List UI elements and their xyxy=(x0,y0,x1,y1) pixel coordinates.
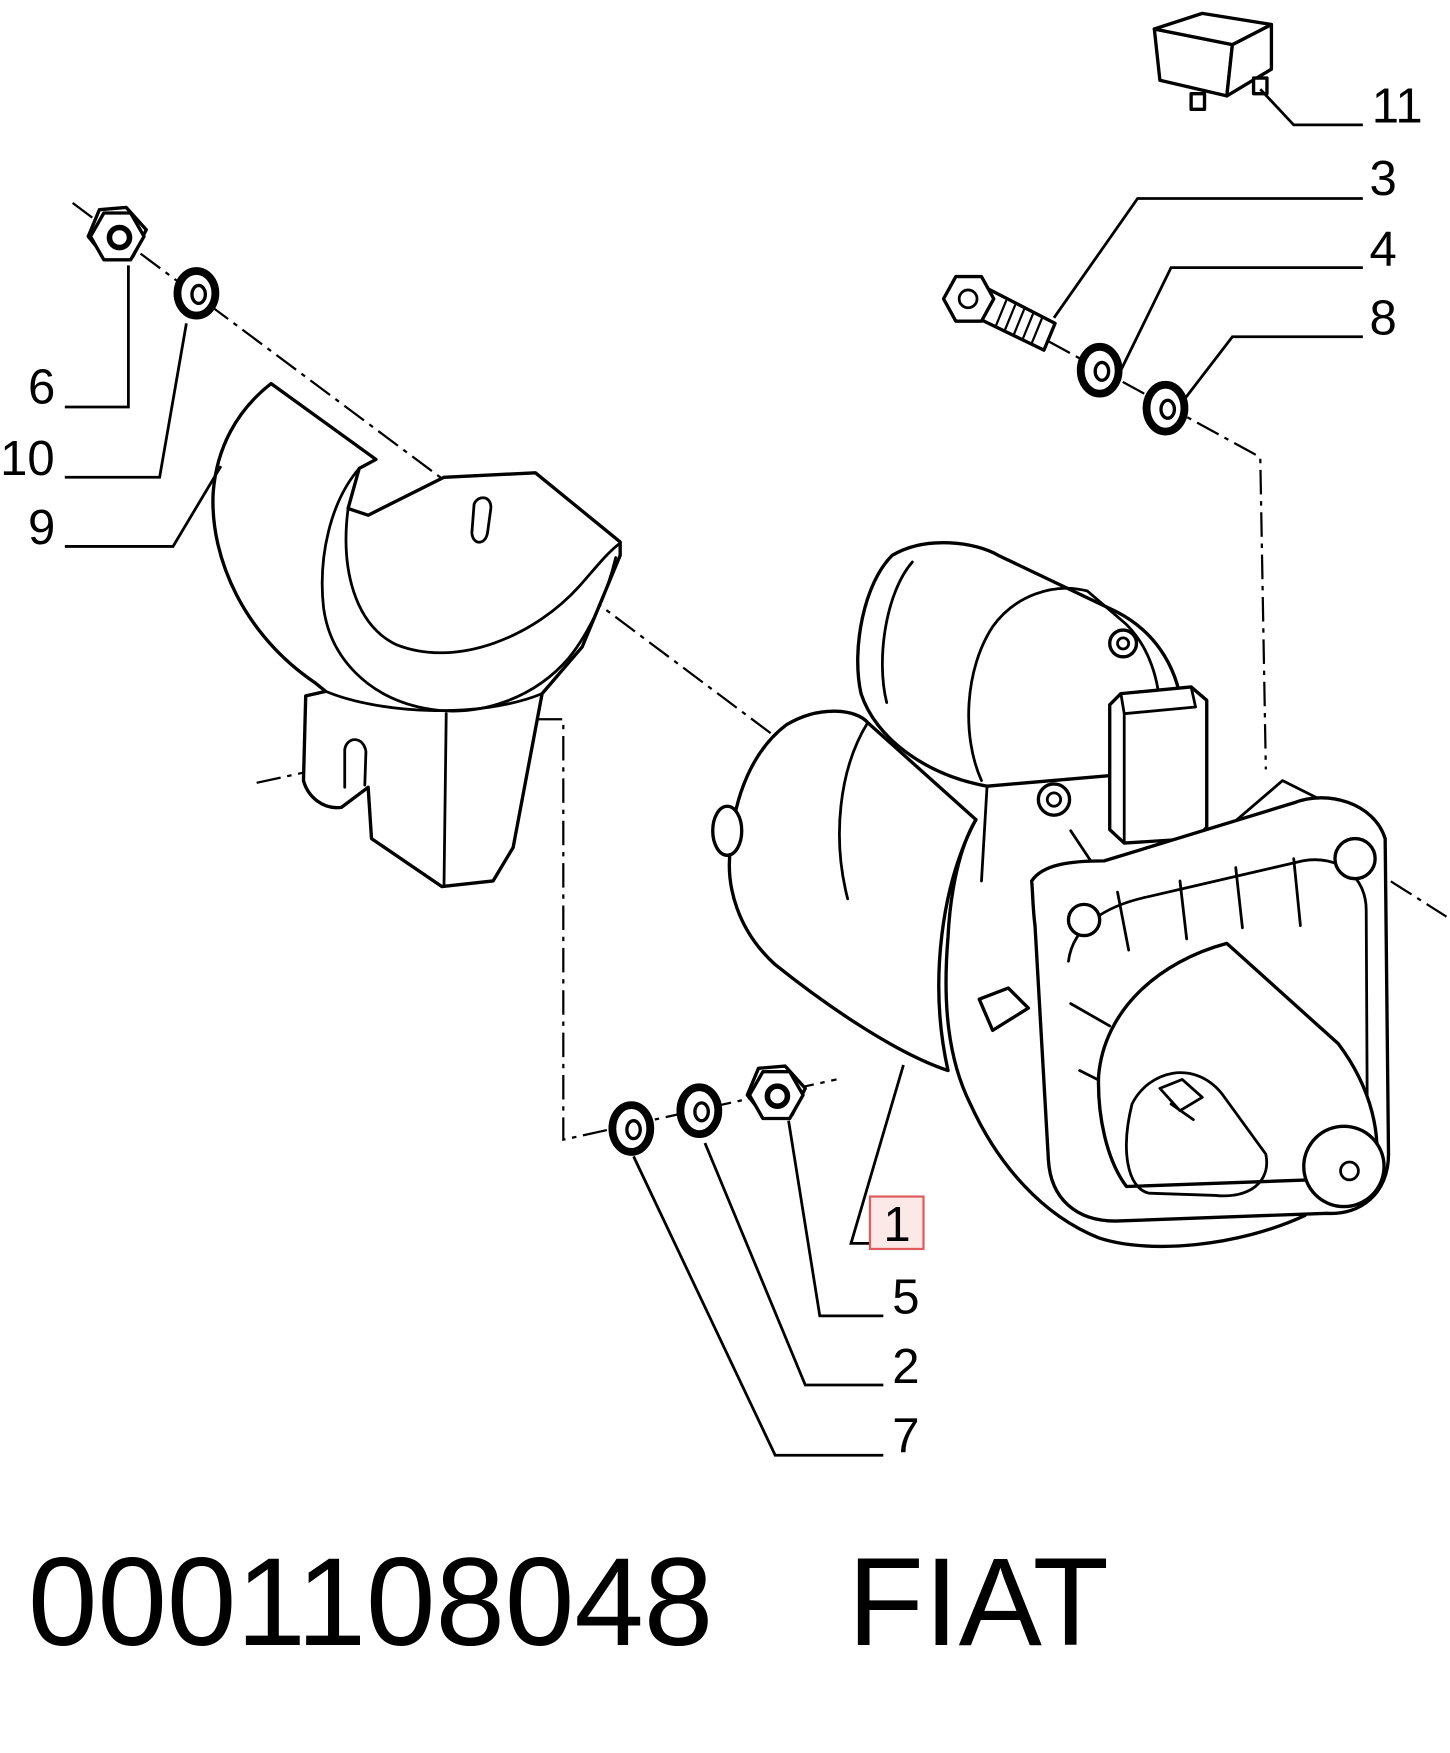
relay-terminal xyxy=(1189,91,1207,111)
leader-line-4 xyxy=(1119,266,1363,371)
washer-hole xyxy=(693,1101,710,1123)
solenoid-terminal-block xyxy=(1108,685,1209,845)
starter-end-cap-knob xyxy=(711,804,744,857)
caption-brand: FIAT xyxy=(848,1533,1109,1672)
relay xyxy=(1152,11,1274,111)
starter-body-seam xyxy=(838,721,870,901)
caption: 0001108048 FIAT xyxy=(28,1533,1109,1672)
relay-terminal xyxy=(1251,76,1269,96)
pinion-nose xyxy=(1302,1124,1386,1209)
washer-hole xyxy=(625,1119,642,1141)
callout-label-6[interactable]: 6 xyxy=(28,361,55,415)
leader-line-3 xyxy=(1052,197,1363,319)
heat-shield-face-edge xyxy=(324,689,544,888)
solenoid-nut xyxy=(1108,628,1139,659)
pinion-nose-center xyxy=(1339,1160,1360,1182)
caption-part-number: 0001108048 xyxy=(28,1533,713,1672)
heat-shield-inner-edge xyxy=(344,507,622,655)
bolt xyxy=(941,274,1057,352)
leader-line-8 xyxy=(1183,335,1363,401)
callout-label-5[interactable]: 5 xyxy=(892,1271,919,1325)
heat-shield-inner-curve xyxy=(320,466,618,713)
callout-label-9[interactable]: 9 xyxy=(28,501,55,555)
bolt-thread xyxy=(994,299,1043,345)
leader-line-7 xyxy=(632,1155,884,1457)
bolt-head-center xyxy=(957,288,979,310)
drive-end-housing-rim xyxy=(944,817,1307,1249)
starter-motor xyxy=(711,541,1391,1249)
nut-6 xyxy=(86,205,148,262)
starter-lever-tab xyxy=(977,986,1030,1033)
callout-label-10[interactable]: 10 xyxy=(0,432,55,486)
heat-shield-slot xyxy=(470,496,493,544)
bracket-mount-hole xyxy=(1066,902,1102,938)
washer-4 xyxy=(1076,342,1123,398)
heat-shield xyxy=(211,381,622,889)
callout-label-3[interactable]: 3 xyxy=(1370,152,1397,206)
nut-bore xyxy=(764,1083,791,1110)
heat-shield-outline xyxy=(211,381,622,889)
washer-2 xyxy=(676,1083,723,1139)
solenoid-mount-hole xyxy=(1036,782,1072,817)
washer-hole xyxy=(1159,398,1177,420)
callout-label-7[interactable]: 7 xyxy=(892,1409,919,1463)
bracket-mount-hole xyxy=(1333,836,1377,881)
callout-label-1[interactable]: 1 xyxy=(883,1198,910,1252)
callout-highlight-box xyxy=(868,1195,925,1251)
heat-shield-bracket-slot xyxy=(343,738,368,789)
pinion-cone xyxy=(1096,941,1379,1189)
leader-line-1 xyxy=(849,1064,905,1245)
leader-line-2 xyxy=(703,1142,884,1387)
relay-top-face xyxy=(1152,11,1274,47)
washer-hole xyxy=(190,283,208,305)
washer-8 xyxy=(1142,380,1189,436)
nut-5 xyxy=(745,1064,807,1121)
washer-hole xyxy=(1093,360,1111,382)
callout-label-11[interactable]: 11 xyxy=(1372,80,1423,134)
solenoid-end-cover xyxy=(967,586,1162,782)
bracket-ribs xyxy=(1069,857,1302,1089)
washer-7 xyxy=(608,1101,655,1156)
bolt-hex-head xyxy=(941,274,996,323)
leader-line-11 xyxy=(1259,88,1363,127)
terminal-block-top xyxy=(1119,685,1197,845)
leader-line-5 xyxy=(787,1120,884,1318)
solenoid-cap-edge xyxy=(881,560,914,704)
pinion-gear-teeth xyxy=(1158,1078,1204,1121)
callout-label-4[interactable]: 4 xyxy=(1370,222,1397,276)
leader-line-9 xyxy=(64,465,223,548)
leader-line-6 xyxy=(64,265,130,409)
nut-bore xyxy=(106,224,133,251)
leader-line-10 xyxy=(64,323,188,479)
callout-label-8[interactable]: 8 xyxy=(1370,292,1397,346)
solenoid-mount-hole-center xyxy=(1045,791,1063,808)
callout-labels: 1 2 3 4 5 6 7 8 9 10 11 xyxy=(0,80,1423,1463)
pinion-recess xyxy=(1125,1071,1269,1198)
washer-10 xyxy=(173,267,220,320)
callout-label-2[interactable]: 2 xyxy=(892,1340,919,1394)
solenoid-nut-center xyxy=(1116,636,1131,651)
leader-lines xyxy=(64,88,1363,1457)
